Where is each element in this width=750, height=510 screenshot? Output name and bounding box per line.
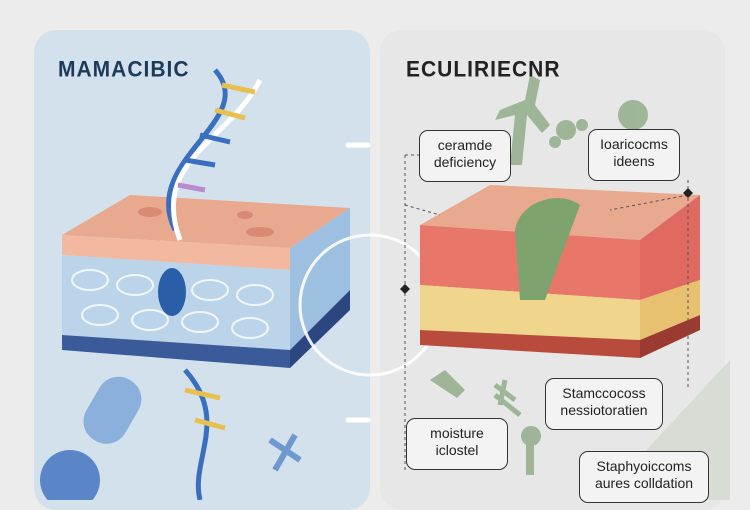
right-panel-title: ECULIRIECNR xyxy=(406,57,561,82)
label-line: ideens xyxy=(613,153,655,169)
callout-label: Stamccocoss nessiotoratien xyxy=(545,378,663,430)
virus-icon xyxy=(40,450,100,500)
eczema-skin-block xyxy=(420,185,700,358)
callout-label: ceramde deficiency xyxy=(419,130,511,182)
bacterium-icon xyxy=(83,376,142,444)
dna-helix xyxy=(166,68,263,500)
label-line: deficiency xyxy=(433,154,497,170)
label-line: Ioaricocms xyxy=(600,136,668,152)
antibody-icon xyxy=(268,433,302,472)
callout-label: Staphyoiccoms aures colldation xyxy=(579,451,709,503)
label-line: moisture xyxy=(430,425,484,441)
label-line: aures colldation xyxy=(594,475,694,491)
left-panel-title: MAMACIBIC xyxy=(58,57,190,82)
healthy-skin-block xyxy=(62,195,350,368)
label-line: Staphyoiccoms xyxy=(596,458,692,474)
callout-label: Ioaricocms ideens xyxy=(588,129,680,181)
label-line: iclostel xyxy=(435,442,479,458)
callout-lines xyxy=(404,154,689,470)
bacteria-group xyxy=(430,75,648,475)
label-line: ceramde xyxy=(437,137,493,153)
label-line: Stamccocoss xyxy=(562,385,646,401)
callout-label: moisture iclostel xyxy=(406,418,508,470)
label-line: nessiotoratien xyxy=(560,402,648,418)
